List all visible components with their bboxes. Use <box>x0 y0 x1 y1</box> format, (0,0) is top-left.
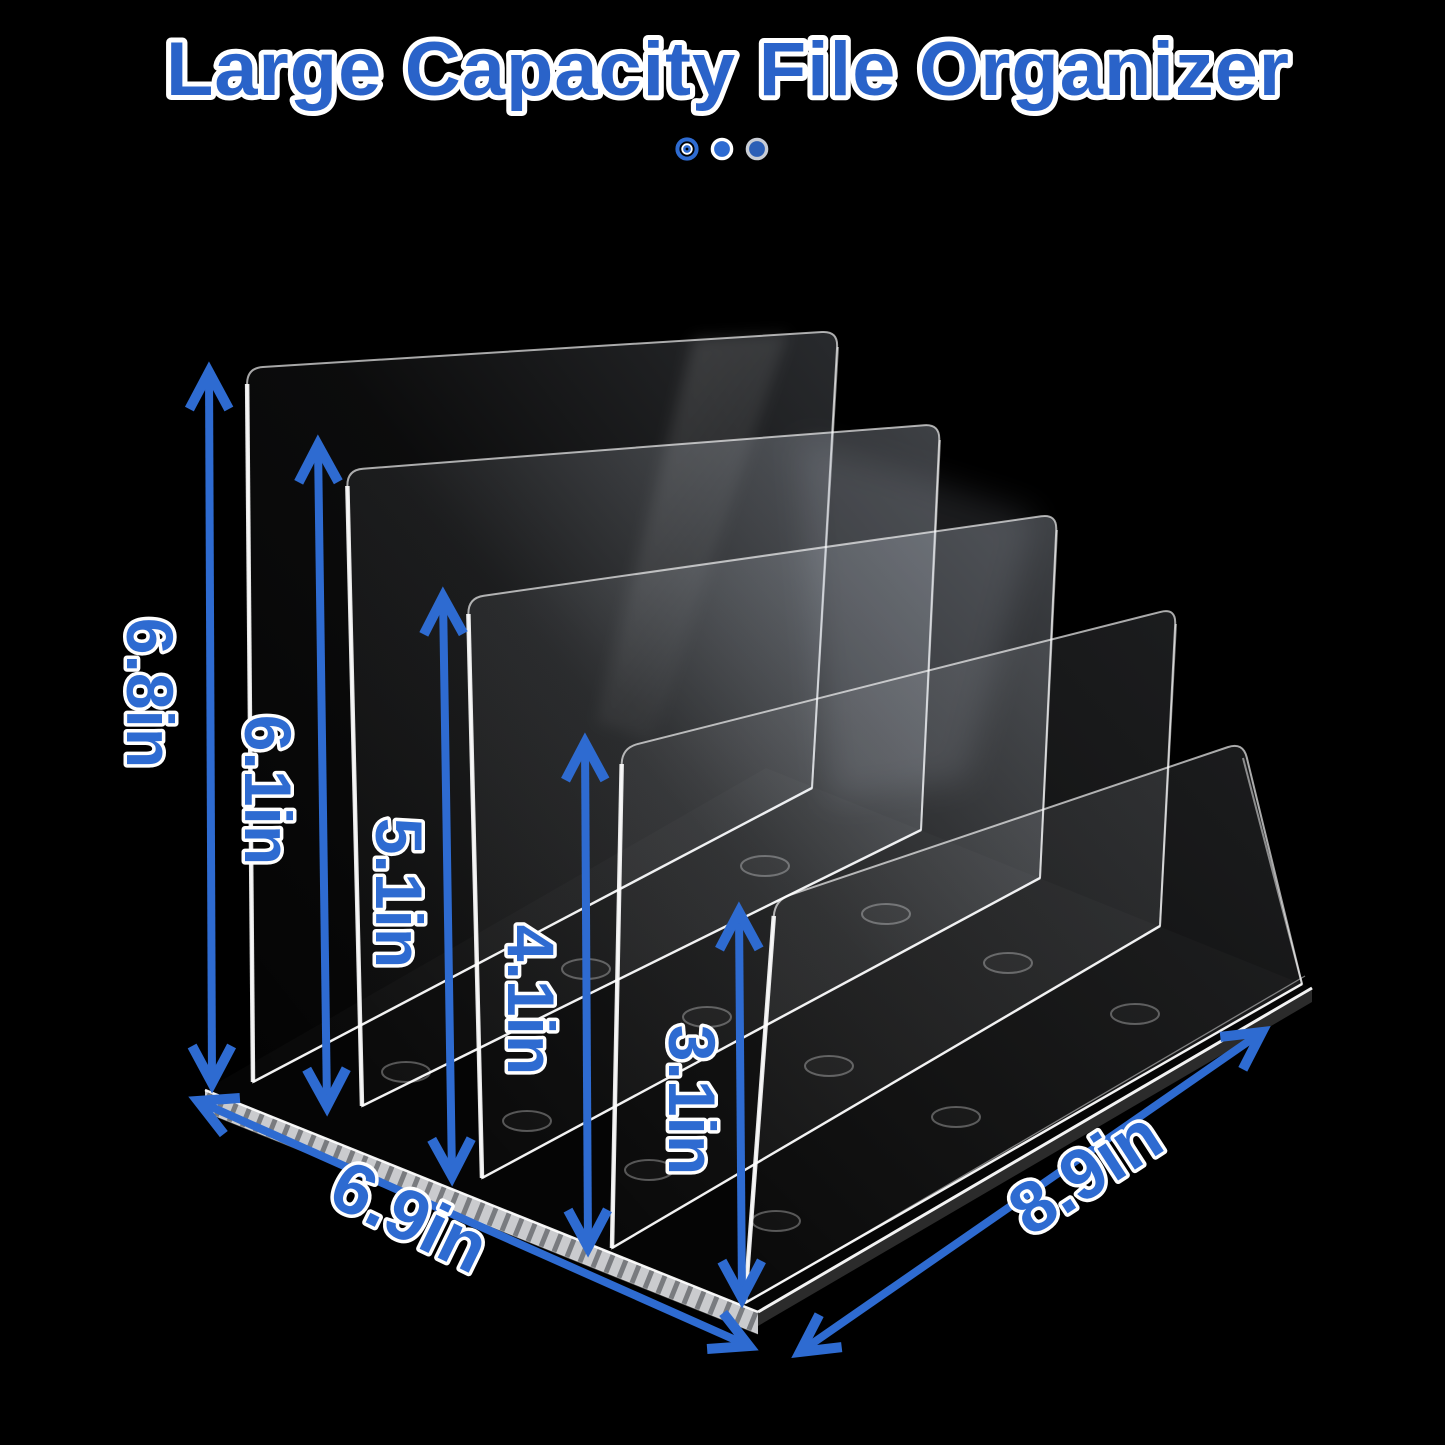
panel-left-edge <box>466 613 485 1179</box>
arrowhead-icon <box>302 1066 351 1117</box>
height-arrow-2: 6.1in <box>227 434 351 1117</box>
arrow-shaft <box>439 596 456 1177</box>
height-label-5: 3.1in <box>655 1025 729 1175</box>
height-arrow-3: 5.1in <box>358 586 476 1187</box>
arrow-shaft <box>314 444 331 1107</box>
arrowhead-icon <box>791 1312 843 1359</box>
panel-left-edge <box>244 383 256 1083</box>
arrowhead-icon <box>563 1207 612 1258</box>
height-arrow-4: 4.1in <box>490 732 612 1258</box>
arrowhead-icon <box>1219 1025 1271 1072</box>
dot <box>710 137 734 161</box>
panel-left-edge <box>345 485 365 1107</box>
arrowhead-icon <box>294 434 343 485</box>
page-title: Large Capacity File Organizer <box>166 27 1290 112</box>
panel-face <box>743 744 1304 1305</box>
arrowhead-icon <box>187 1043 237 1094</box>
carousel-dot-3-icon <box>745 137 769 161</box>
arrow-shaft <box>581 742 592 1248</box>
base-edge-highlight <box>204 1088 759 1314</box>
arrowhead-icon <box>717 1258 766 1309</box>
divider-panel-5 <box>742 744 1304 1305</box>
base-edge-highlight <box>757 986 1313 1314</box>
arrow-shaft <box>196 1097 751 1350</box>
base-edge-face <box>758 988 1312 1326</box>
arrowhead-icon <box>715 901 764 952</box>
panel-left-edge <box>609 763 624 1249</box>
height-arrow-1: 6.8in <box>109 361 237 1094</box>
arrowhead-icon <box>184 361 234 412</box>
arrowhead-icon <box>427 1136 476 1187</box>
header: Large Capacity File Organizer <box>161 22 1294 161</box>
panel-bottom-edge <box>744 982 1303 1305</box>
base-edge-inner-line <box>750 975 1306 1301</box>
arrow-shaft <box>205 371 216 1084</box>
carousel-dot-1-icon <box>675 137 699 161</box>
base-edge-face <box>205 1090 758 1334</box>
arrowhead-icon <box>188 1093 241 1138</box>
panel-left-edge <box>742 915 777 1304</box>
arrowhead-icon <box>561 732 610 783</box>
height-label-4: 4.1in <box>494 925 568 1075</box>
height-arrow-5: 3.1in <box>651 901 766 1309</box>
base-right-edge <box>750 975 1313 1326</box>
dot-outer-ring <box>675 137 699 161</box>
arrowhead-icon <box>419 586 468 637</box>
panel-right-edge <box>1242 757 1303 985</box>
carousel-dots <box>675 137 769 161</box>
carousel-dot-2-icon <box>710 137 734 161</box>
arrowhead-icon <box>706 1309 759 1354</box>
height-label-3: 5.1in <box>362 818 436 968</box>
arrow-shaft <box>735 911 746 1299</box>
height-label-2: 6.1in <box>231 715 305 865</box>
file-organizer <box>204 330 1313 1335</box>
height-label-1: 6.8in <box>113 618 187 768</box>
arrow-shaft <box>797 1028 1265 1356</box>
dot <box>745 137 769 161</box>
dot-pupil <box>685 147 689 151</box>
